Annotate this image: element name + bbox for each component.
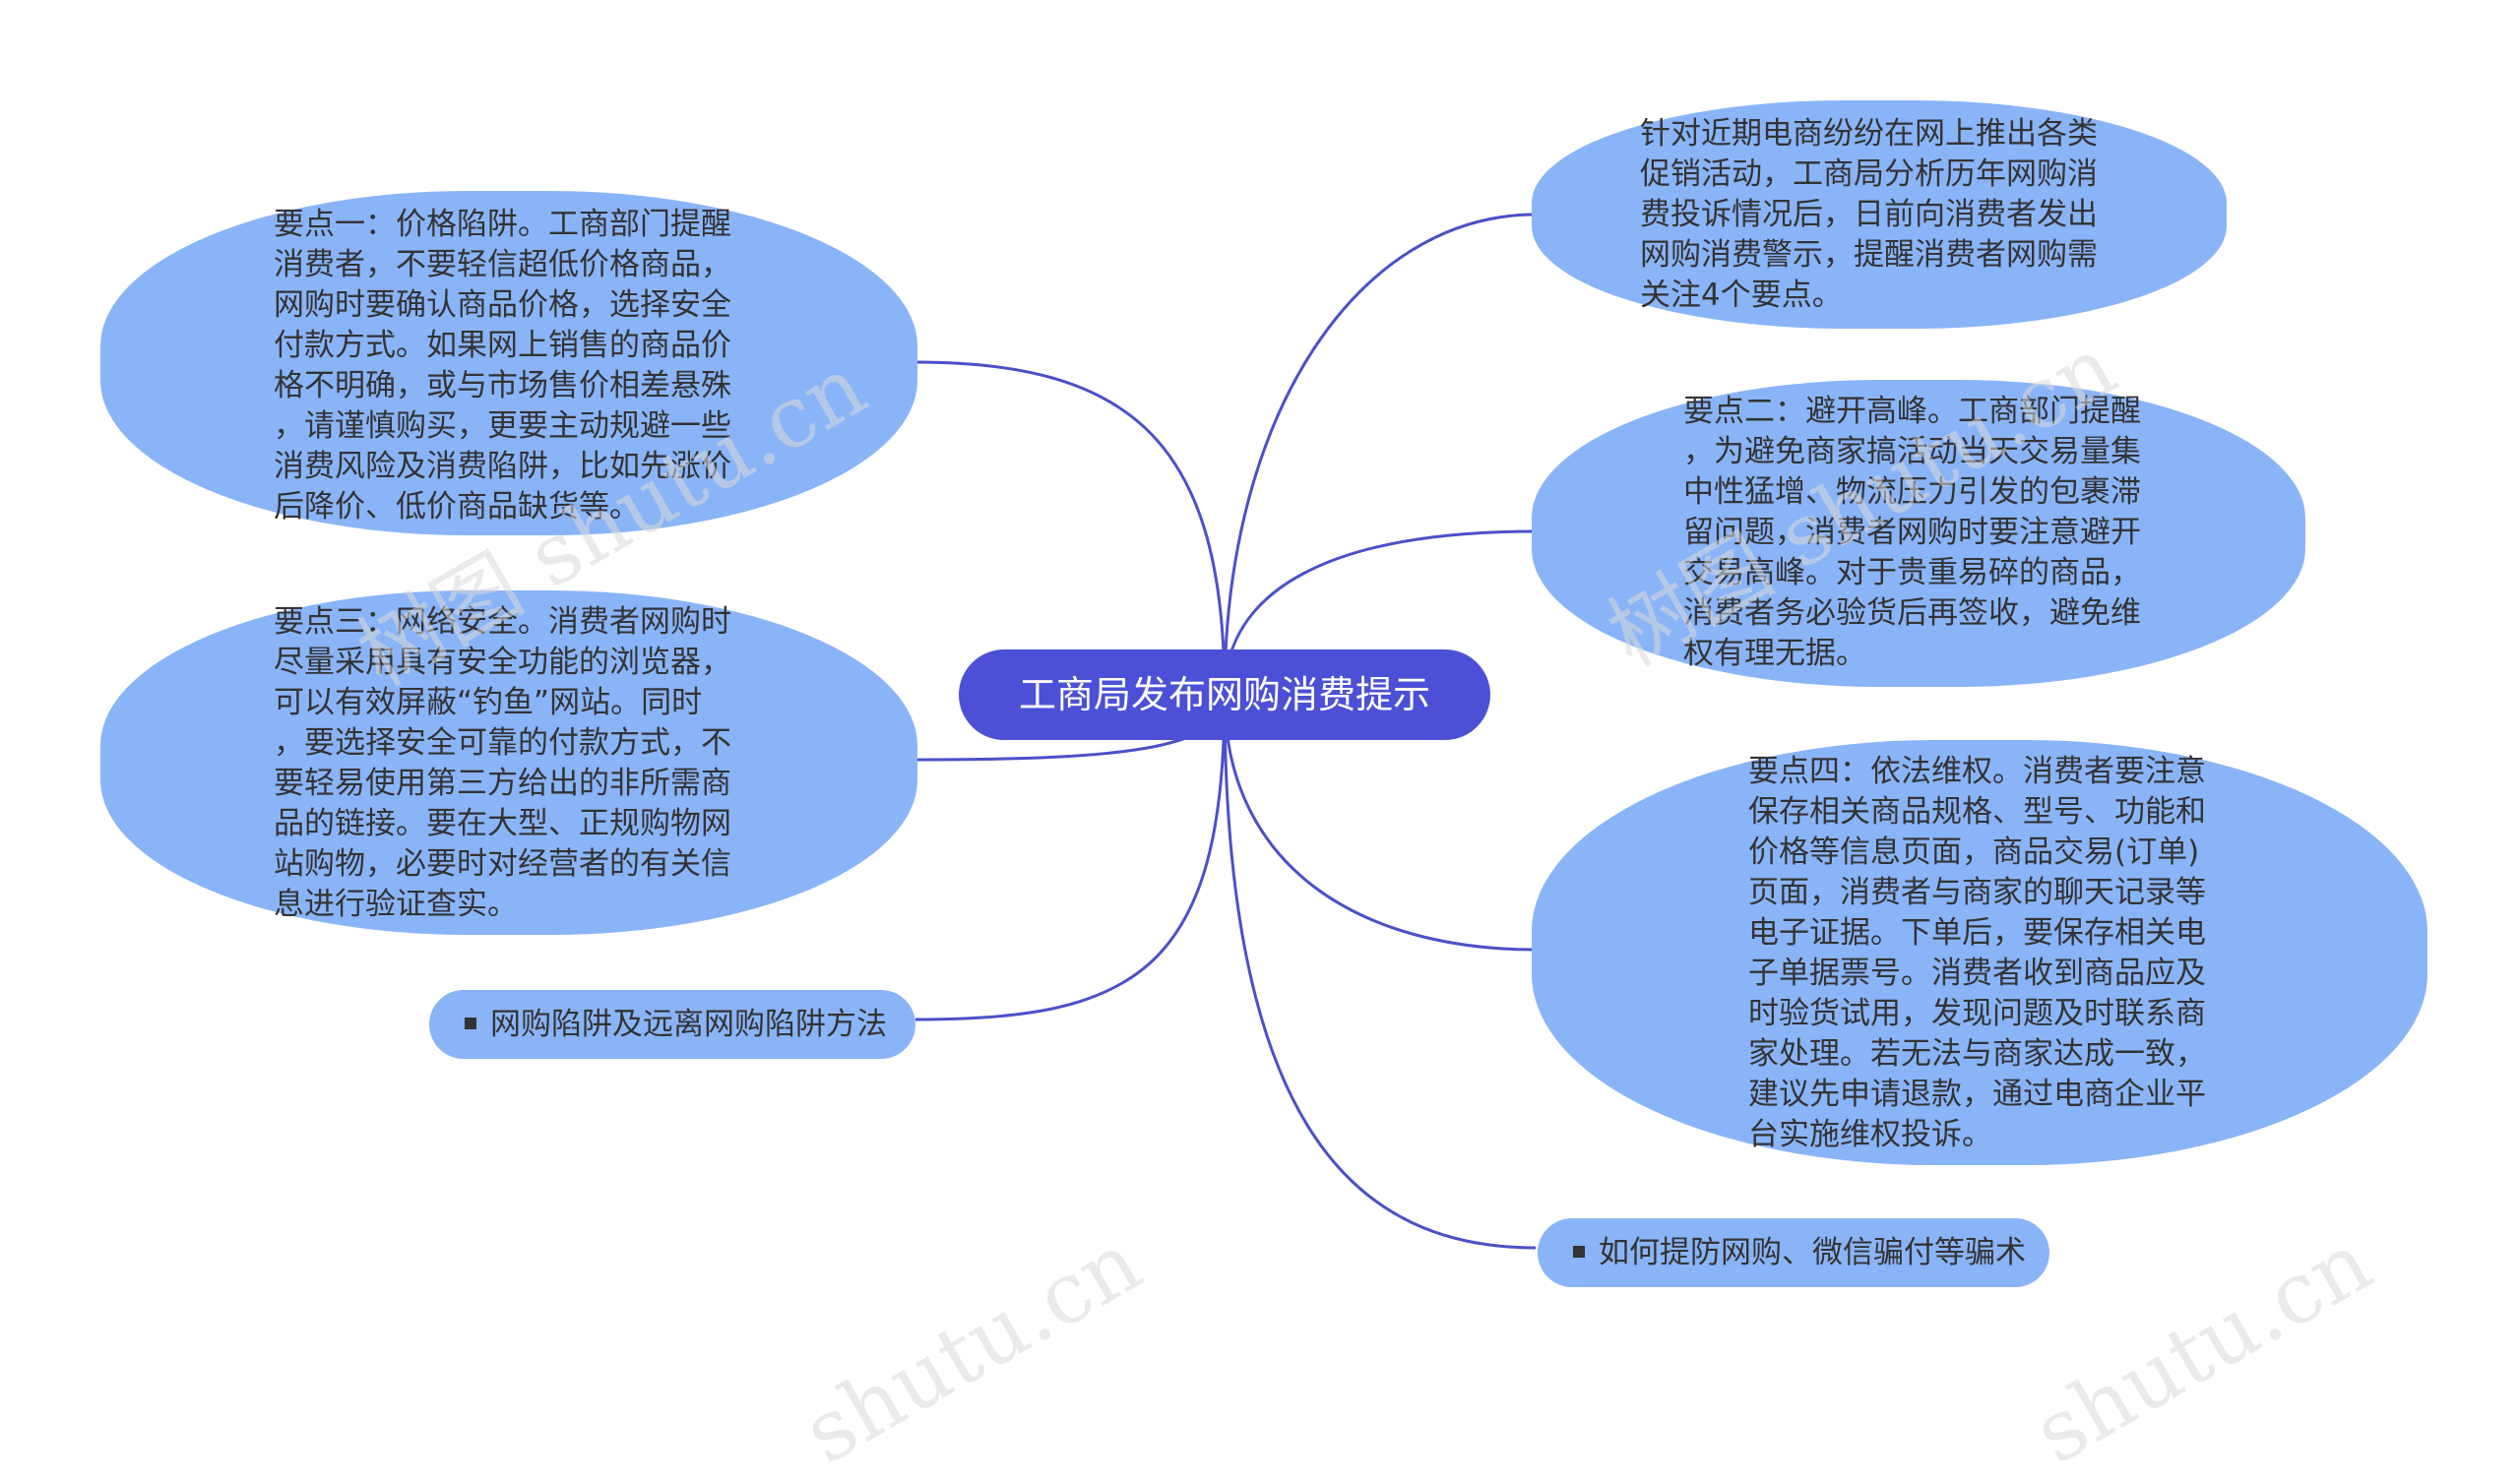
node-point3-text: 要点三：网络安全。消费者网购时 尽量采用具有安全功能的浏览器， 可以有效屏蔽“钓… [274,604,731,922]
connector-point1 [914,360,1227,696]
node-link-right-text: 如何提防网购、微信骗付等骗术 [1599,1235,2026,1270]
bullet-icon [465,1017,476,1029]
connector-point4 [1223,694,1537,952]
node-link-left[interactable]: 网购陷阱及远离网购陷阱方法 [429,990,915,1059]
central-topic[interactable]: 工商局发布网购消费提示 [959,649,1490,740]
connector-intro [1223,213,1537,696]
node-link-right[interactable]: 如何提防网购、微信骗付等骗术 [1538,1218,2049,1287]
bullet-icon [1573,1245,1585,1258]
central-topic-title: 工商局发布网购消费提示 [1018,673,1430,716]
connector-link-right [1223,694,1537,1250]
node-point3[interactable]: 要点三：网络安全。消费者网购时 尽量采用具有安全功能的浏览器， 可以有效屏蔽“钓… [100,590,917,935]
node-link-left-text: 网购陷阱及远离网购陷阱方法 [490,1007,887,1042]
node-point4[interactable]: 要点四：依法维权。消费者要注意 保存相关商品规格、型号、功能和 价格等信息页面，… [1532,740,2427,1165]
node-point1[interactable]: 要点一：价格陷阱。工商部门提醒 消费者，不要轻信超低价格商品， 网购时要确认商品… [100,191,917,535]
node-point2-text: 要点二：避开高峰。工商部门提醒 ，为避免商家搞活动当天交易量集 中性猛增、物流压… [1683,394,2141,671]
node-point2[interactable]: 要点二：避开高峰。工商部门提醒 ，为避免商家搞活动当天交易量集 中性猛增、物流压… [1532,380,2305,687]
node-intro[interactable]: 针对近期电商纷纷在网上推出各类 促销活动，工商局分析历年网购消 费投诉情况后，日… [1532,100,2227,329]
node-intro-text: 针对近期电商纷纷在网上推出各类 促销活动，工商局分析历年网购消 费投诉情况后，日… [1640,116,2098,313]
node-point1-text: 要点一：价格陷阱。工商部门提醒 消费者，不要轻信超低价格商品， 网购时要确认商品… [274,207,731,525]
connector-link-left [914,694,1227,1021]
node-point4-text: 要点四：依法维权。消费者要注意 保存相关商品规格、型号、功能和 价格等信息页面，… [1748,754,2206,1152]
